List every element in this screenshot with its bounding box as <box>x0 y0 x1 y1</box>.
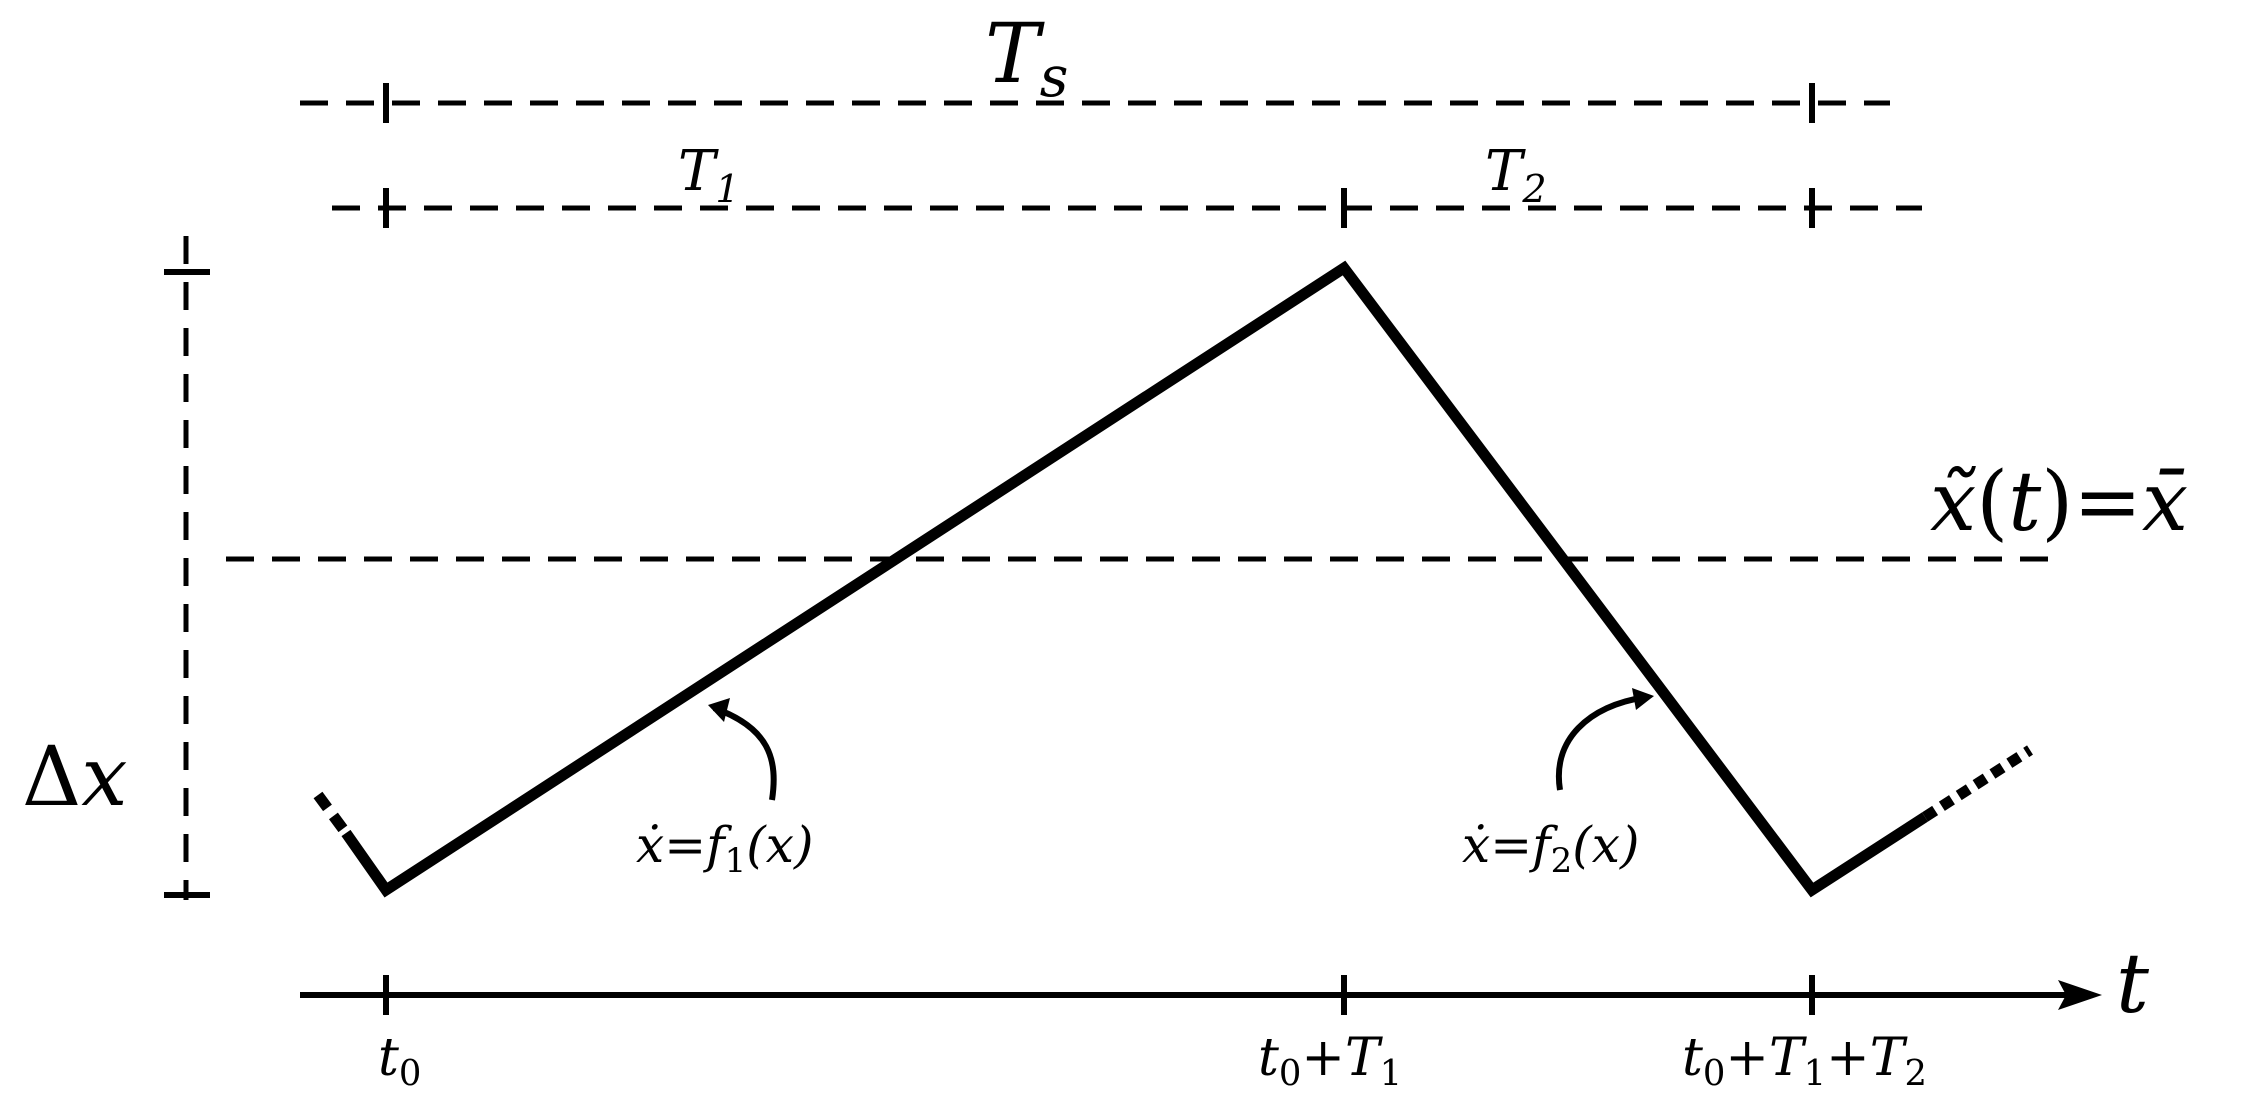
waveform-outgoing-dotted <box>1922 745 2033 822</box>
state-waveform <box>313 260 2033 898</box>
tick-label-t0-t1: t0+T1 <box>1258 1028 1402 1094</box>
f2-arrowhead <box>1632 688 1654 710</box>
time-axis: t <box>300 937 2150 1032</box>
time-axis-label: t <box>2116 937 2150 1032</box>
annotation-arrows <box>708 688 1654 801</box>
delta-x-label: Δx <box>22 730 127 825</box>
waveform-trajectory <box>341 260 1928 898</box>
waveform-incoming-dotted <box>313 791 351 837</box>
tick-label-t0: t0 <box>378 1028 421 1094</box>
ts-label: Ts <box>985 7 1068 110</box>
equilibrium-line-group: x̃(t)=x̄ <box>226 455 2188 562</box>
t2-label: T2 <box>1485 139 1547 211</box>
t1-t2-span: T1 T2 <box>332 139 1922 228</box>
f2-arrow-curve <box>1555 694 1647 791</box>
ts-span: Ts <box>300 7 1890 123</box>
f1-label: ẋ=f1(x) <box>636 816 813 881</box>
f1-arrowhead <box>708 698 730 722</box>
time-axis-arrowhead <box>2058 980 2102 1010</box>
t1-label: T1 <box>678 139 740 211</box>
f2-label: ẋ=f2(x) <box>1462 816 1639 881</box>
equilibrium-label: x̃(t)=x̄ <box>1930 455 2188 550</box>
tick-label-t0-t1-t2: t0+T1+T2 <box>1682 1028 1927 1094</box>
delta-x-span: Δx <box>22 236 210 900</box>
f1-arrow-curve <box>712 705 777 801</box>
